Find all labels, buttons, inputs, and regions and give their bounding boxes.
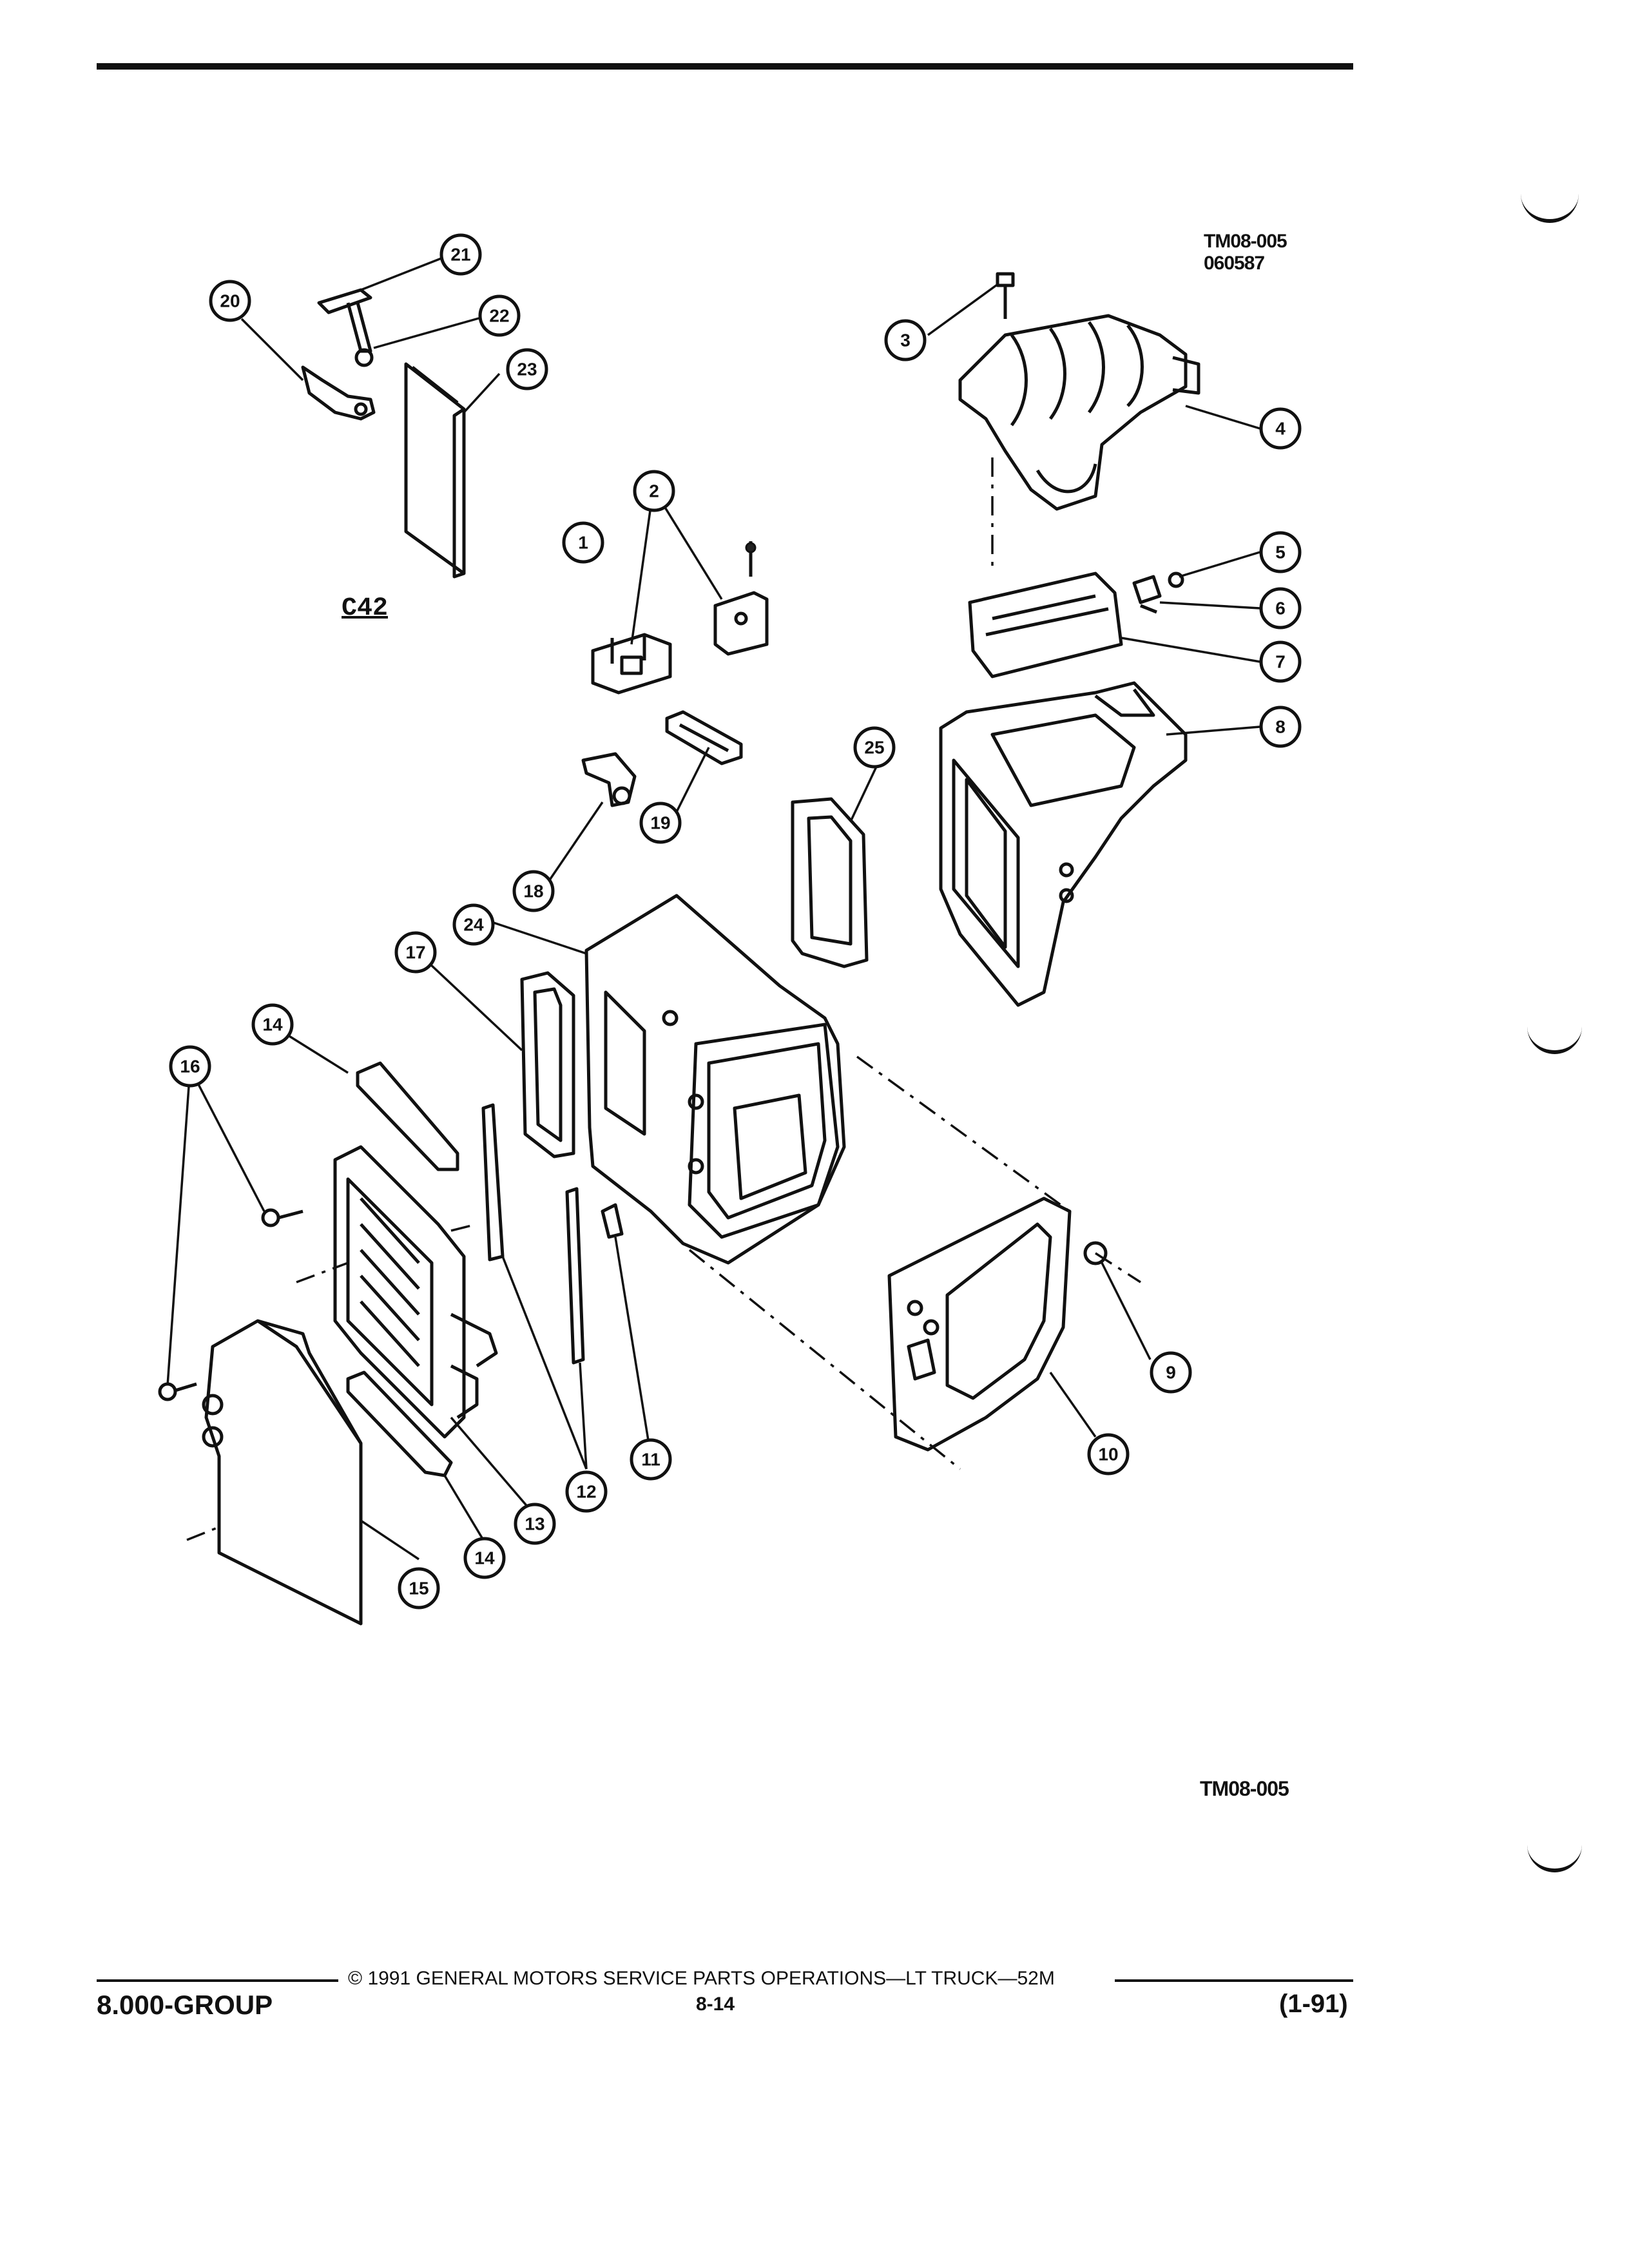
callout-16: 16: [169, 1045, 211, 1088]
part-linkage-arm: [317, 288, 374, 367]
callout-4: 4: [1259, 407, 1302, 450]
callout-8-label: 8: [1275, 717, 1286, 737]
callout-25: 25: [853, 726, 896, 769]
option-code: C42: [342, 594, 389, 623]
callout-23-label: 23: [517, 360, 537, 380]
callout-16-label: 16: [180, 1057, 200, 1077]
callout-12-label: 12: [576, 1482, 596, 1502]
callout-23: 23: [506, 348, 548, 390]
callout-10-label: 10: [1098, 1445, 1118, 1465]
part-seal-14-top: [356, 1061, 459, 1171]
callout-11-label: 11: [641, 1450, 660, 1470]
callout-13: 13: [514, 1503, 556, 1545]
part-bracket-20: [301, 365, 376, 421]
part-bracket-2: [713, 541, 769, 656]
part-screw-3: [996, 272, 1015, 319]
callout-17-label: 17: [405, 943, 425, 963]
callout-9: 9: [1150, 1351, 1192, 1394]
callout-24: 24: [452, 903, 495, 946]
part-seals-12: [481, 1103, 585, 1365]
callout-1: 1: [562, 521, 604, 564]
drawing-date: 060587: [1204, 253, 1265, 274]
callout-18-label: 18: [523, 881, 543, 901]
callout-21-label: 21: [450, 245, 470, 265]
callout-10: 10: [1087, 1433, 1130, 1475]
figure-code: TM08-005: [1200, 1777, 1289, 1800]
callout-6-label: 6: [1275, 599, 1286, 619]
callout-15: 15: [398, 1567, 440, 1610]
callout-21: 21: [439, 233, 482, 276]
callout-14-bottom: 14: [463, 1537, 506, 1579]
part-valve-7: [968, 572, 1123, 678]
callout-18: 18: [512, 870, 555, 912]
callout-22: 22: [478, 294, 521, 337]
part-gasket-25: [791, 797, 869, 968]
part-actuator-1: [591, 633, 672, 695]
part-slide-19: [665, 710, 743, 765]
callout-19: 19: [639, 802, 682, 844]
callout-3-label: 3: [900, 331, 911, 351]
part-nut-9: [1083, 1241, 1108, 1265]
assembly-lines: [186, 457, 1141, 1541]
callout-9-label: 9: [1166, 1363, 1176, 1383]
callout-22-label: 22: [489, 306, 509, 326]
callout-14b-label: 14: [474, 1548, 495, 1568]
callout-8: 8: [1259, 706, 1302, 748]
part-screws-16: [158, 1208, 304, 1401]
callout-20-label: 20: [220, 291, 240, 311]
footer-revision: (1-91): [1279, 1990, 1348, 2018]
part-gasket-17: [520, 971, 575, 1158]
callout-4-label: 4: [1275, 419, 1286, 439]
binder-mark-3: [1527, 1843, 1582, 1872]
part-gasket-10: [887, 1196, 1072, 1452]
callout-14-top: 14: [251, 1003, 294, 1046]
binder-mark-2: [1527, 1024, 1582, 1054]
footer-copyright: © 1991 GENERAL MOTORS SERVICE PARTS OPER…: [348, 1968, 1055, 1989]
callout-5-label: 5: [1275, 543, 1286, 562]
part-pin-11: [601, 1203, 624, 1239]
callout-7: 7: [1259, 640, 1302, 683]
footer-rule-right: [1115, 1979, 1353, 1982]
callout-17: 17: [394, 931, 437, 974]
part-duct-4: [958, 314, 1200, 511]
callout-24-label: 24: [463, 915, 484, 935]
callout-14a-label: 14: [262, 1015, 283, 1035]
part-case-8: [939, 681, 1188, 1007]
callout-7-label: 7: [1275, 652, 1286, 672]
callout-20: 20: [209, 280, 251, 322]
callout-11: 11: [630, 1438, 672, 1481]
part-door-23: [404, 362, 466, 579]
callout-5: 5: [1259, 531, 1302, 573]
callout-13-label: 13: [525, 1514, 545, 1534]
callout-15-label: 15: [409, 1579, 429, 1599]
part-clip-5-6: [1132, 572, 1184, 614]
callout-19-label: 19: [650, 813, 670, 833]
top-rule: [97, 63, 1353, 70]
part-cover-15: [202, 1319, 363, 1626]
part-seal-14-bottom: [346, 1370, 453, 1477]
footer-rule-left: [97, 1979, 338, 1982]
part-heater-core-13: [333, 1145, 498, 1439]
drawing-code: TM08-005: [1204, 231, 1287, 252]
footer-page-number: 8-14: [696, 1994, 735, 2015]
callout-6: 6: [1259, 587, 1302, 629]
callout-25-label: 25: [864, 738, 884, 758]
leader-lines: [166, 253, 1260, 1561]
part-case-24: [584, 894, 846, 1265]
callout-2: 2: [633, 470, 675, 512]
footer-group: 8.000-GROUP: [97, 1990, 273, 2020]
binder-mark-1: [1521, 193, 1579, 223]
callout-2-label: 2: [649, 481, 659, 501]
part-lever-18: [581, 752, 637, 807]
callout-12: 12: [565, 1470, 608, 1513]
callout-1-label: 1: [578, 533, 588, 553]
callout-3: 3: [884, 319, 927, 361]
